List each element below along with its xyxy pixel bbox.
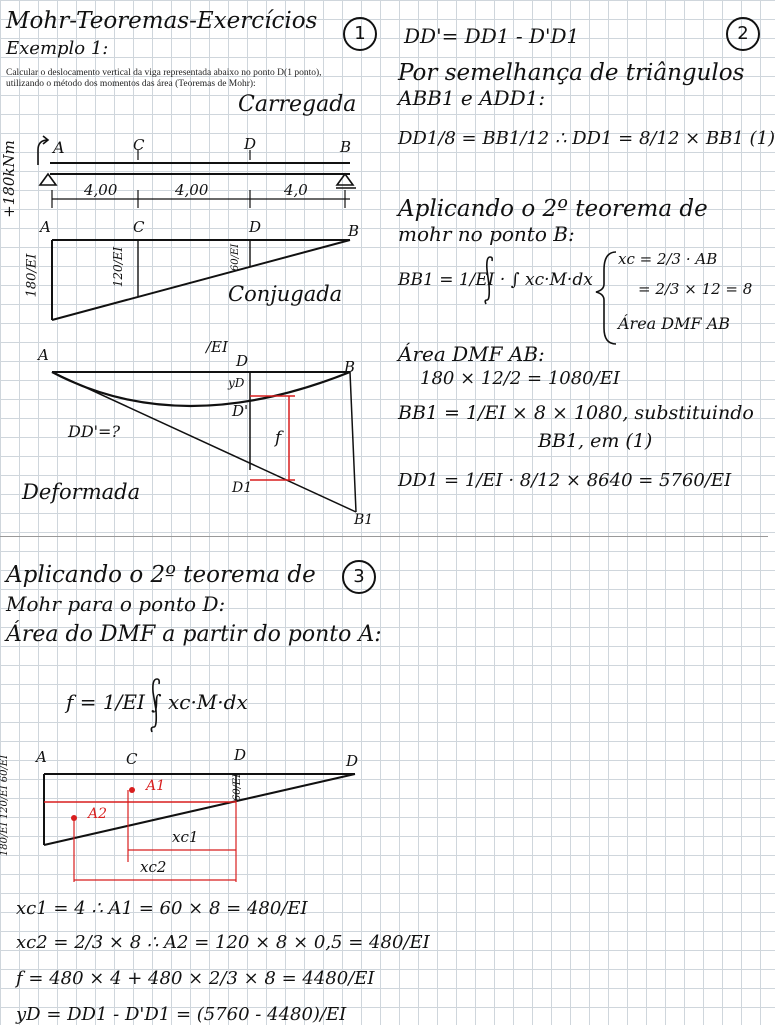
p2-bb1: BB1 = 1/EI × 8 × 1080, substituindo [398,402,754,424]
def-label: Deformada [22,480,141,504]
p3-pt-A: A [36,748,47,766]
page2-badge-number: 2 [737,23,749,44]
conj-val-D: 60/EI [230,243,242,272]
p3-res3: f = 480 × 4 + 480 × 2/3 × 8 = 4480/EI [16,968,375,989]
pt-D-loaded: D [244,135,257,153]
pt-C-conj: C [133,218,145,236]
conj-val-C: 120/EI [111,246,126,288]
p3-formula: f = 1/EI ∫ xc·M·dx [66,690,248,714]
deformed-diagram [51,370,357,513]
f-label: f [275,428,282,448]
pt-Dp-def: D' [232,402,249,420]
p3-a1: A1 [146,778,166,794]
conj-val-A: 180/EI [24,253,40,298]
p2-line3: ABB1 e ADD1: [398,86,546,110]
page3-badge: 3 [342,560,376,594]
page1-badge: 1 [343,17,377,51]
brace-icon [595,251,617,345]
page1-problem-line2: utilizando o método dos momentos das áre… [6,79,256,89]
dd-question: DD'=? [68,422,121,441]
pt-B-conj: B [348,222,360,240]
p3-res2: xc2 = 2/3 × 8 ∴ A2 = 120 × 8 × 0,5 = 480… [16,932,430,953]
pt-D1-def: D1 [232,480,253,496]
pt-A-loaded: A [53,138,65,157]
pt-B-loaded: B [340,138,352,156]
panel-separator [0,536,768,537]
p2-area-ref: Área DMF AB [618,314,731,333]
p2-xc2: = 2/3 × 12 = 8 [638,280,753,298]
p3-pt-C: C [126,750,138,768]
p3-pt-D: D [234,746,247,764]
page1-title: Mohr-Teoremas-Exercícios [6,8,318,34]
page3-badge-number: 3 [353,566,365,587]
p3-line2: Mohr para o ponto D: [6,592,226,616]
p2-eq2: BB1 = 1/EI · ∫ xc·M·dx [398,270,593,290]
p2-line5: mohr no ponto B: [398,222,575,246]
p3-left-vals: 180/EI 120/EI 60/EI [0,754,11,857]
p2-bb1-sub: BB1, em (1) [538,430,653,452]
yd-label: yD [228,376,245,390]
page1-loaded-label: Carregada [238,92,357,117]
p3-a2: A2 [88,806,108,822]
conjugate-diagram [51,239,351,321]
p2-area-title: Área DMF AB: [398,342,545,366]
p3-xc2: xc2 [140,858,167,876]
page1-problem-line1: Calcular o deslocamento vertical da viga… [6,68,322,78]
pt-B1-def: B1 [354,512,374,528]
conj-label: Conjugada [228,282,343,306]
p2-line1: DD'= DD1 - D'D1 [404,24,580,48]
span-1: 4,00 [84,181,118,199]
page1-example: Exemplo 1: [6,38,109,59]
p2-dd1: DD1 = 1/EI · 8/12 × 8640 = 5760/EI [398,470,732,491]
p3-xc1: xc1 [172,828,199,846]
p2-eq1: DD1/8 = BB1/12 ∴ DD1 = 8/12 × BB1 (1) [398,128,775,149]
page1-badge-number: 1 [354,23,366,44]
p2-area-calc: 180 × 12/2 = 1080/EI [420,368,620,389]
def-ei: /EI [206,338,228,356]
page2-badge: 2 [726,17,760,51]
pt-A-def: A [38,346,49,364]
span-3: 4,0 [284,181,308,199]
panel3-diagram [43,773,356,882]
pt-A-conj: A [40,218,51,236]
p3-d-val: 60/EI [232,773,244,802]
p3-line1: Aplicando o 2º teorema de [6,562,316,588]
integral-signs [150,256,494,733]
span-2: 4,00 [175,181,209,199]
pt-D-def: D [236,352,249,370]
p2-line4: Aplicando o 2º teorema de [398,196,708,222]
moment-label: +180kNm [0,140,18,218]
pt-B-def: B [344,358,356,376]
p2-line2: Por semelhança de triângulos [398,60,745,86]
p3-res1: xc1 = 4 ∴ A1 = 60 × 8 = 480/EI [16,898,308,919]
p2-xc1: xc = 2/3 · AB [618,250,718,268]
pt-D-conj: D [249,218,262,236]
loaded-beam [37,135,356,208]
p3-res4: yD = DD1 - D'D1 = (5760 - 4480)/EI [16,1004,347,1025]
p3-line3: Área do DMF a partir do ponto A: [6,622,382,647]
pt-C-loaded: C [133,136,145,154]
p3-pt-D2: D [346,752,359,770]
